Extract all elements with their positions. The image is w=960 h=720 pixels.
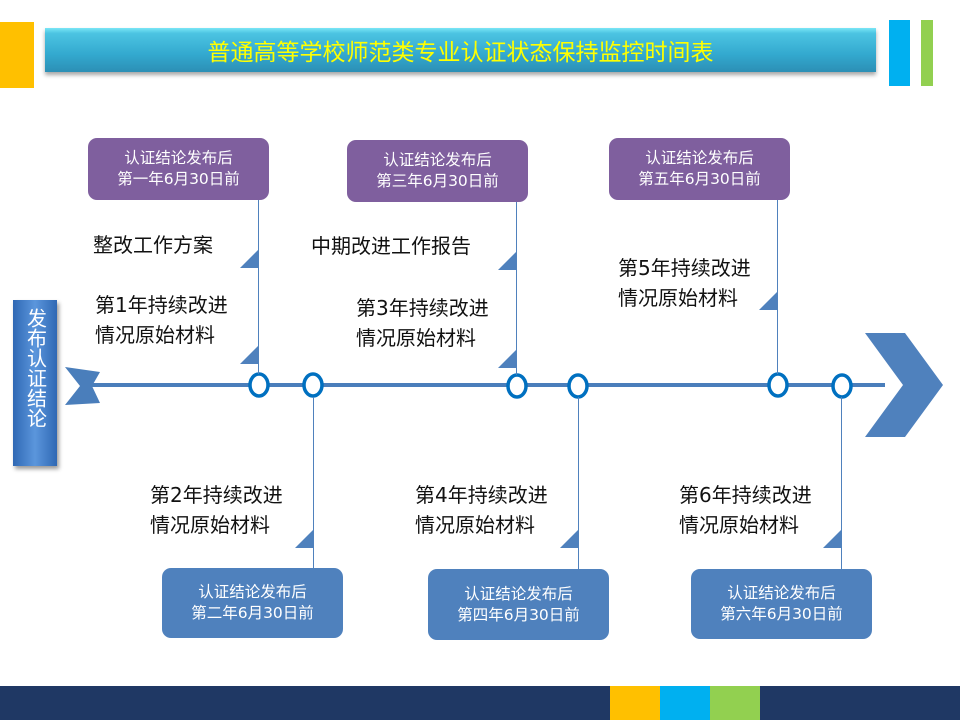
axis-tail	[65, 367, 100, 405]
year1-material: 第1年持续改进情况原始材料	[95, 290, 228, 350]
page-title: 普通高等学校师范类专业认证状态保持监控时间表	[45, 28, 876, 72]
deadline-box-year4: 认证结论发布后 第四年6月30日前	[428, 569, 609, 640]
connector-line	[313, 397, 314, 569]
deadline-box-year3: 认证结论发布后 第三年6月30日前	[347, 140, 528, 202]
midterm-report-label: 中期改进工作报告	[311, 234, 471, 258]
deadline-line2: 第五年6月30日前	[638, 170, 761, 188]
year6-material: 第6年持续改进情况原始材料	[679, 480, 812, 540]
milestone-6	[831, 373, 853, 399]
rectification-plan-label: 整改工作方案	[93, 233, 213, 257]
deadline-line1: 认证结论发布后	[124, 149, 233, 167]
cyan-accent-block	[889, 20, 910, 86]
milestone-2	[302, 372, 324, 398]
yellow-accent-block	[0, 22, 34, 88]
footer-yellow-block	[610, 686, 660, 720]
material-line2: 情况原始材料	[618, 286, 738, 310]
year4-material: 第4年持续改进情况原始材料	[415, 480, 548, 540]
year3-material: 第3年持续改进情况原始材料	[356, 293, 489, 353]
material-line2: 情况原始材料	[150, 513, 270, 537]
pointer-triangle	[759, 292, 777, 310]
connector-line	[516, 202, 517, 375]
footer-cyan-block	[660, 686, 710, 720]
pointer-triangle	[560, 530, 578, 548]
material-line2: 情况原始材料	[95, 323, 215, 347]
deadline-line2: 第三年6月30日前	[376, 172, 499, 190]
material-line2: 情况原始材料	[356, 326, 476, 350]
year5-material: 第5年持续改进情况原始材料	[618, 253, 751, 313]
deadline-line1: 认证结论发布后	[198, 583, 307, 601]
pointer-triangle	[498, 350, 516, 368]
milestone-5	[767, 372, 789, 398]
footer-green-block	[710, 686, 760, 720]
green-accent-block	[921, 20, 933, 86]
deadline-line2: 第六年6月30日前	[720, 605, 843, 623]
deadline-line2: 第一年6月30日前	[117, 170, 240, 188]
deadline-line1: 认证结论发布后	[645, 149, 754, 167]
connector-line	[777, 200, 778, 374]
milestone-3	[506, 373, 528, 399]
deadline-box-year5: 认证结论发布后 第五年6月30日前	[609, 138, 790, 200]
axis-arrowhead	[865, 333, 943, 437]
material-line1: 第4年持续改进	[415, 483, 548, 507]
material-line2: 情况原始材料	[415, 513, 535, 537]
deadline-line2: 第四年6月30日前	[457, 605, 580, 624]
deadline-box-year2: 认证结论发布后 第二年6月30日前	[162, 568, 343, 638]
material-line1: 第6年持续改进	[679, 483, 812, 507]
pointer-triangle	[240, 346, 258, 364]
deadline-line2: 第二年6月30日前	[191, 604, 314, 622]
connector-line	[841, 397, 842, 569]
material-line2: 情况原始材料	[679, 513, 799, 537]
milestone-4	[567, 373, 589, 399]
material-line1: 第3年持续改进	[356, 296, 489, 320]
connector-line	[578, 397, 579, 569]
pointer-triangle	[823, 530, 841, 548]
deadline-box-year6: 认证结论发布后 第六年6月30日前	[691, 569, 872, 639]
footer-bar	[0, 686, 960, 720]
connector-line	[258, 200, 259, 374]
pointer-triangle	[240, 250, 258, 268]
pointer-triangle	[295, 530, 313, 548]
deadline-box-year1: 认证结论发布后 第一年6月30日前	[88, 138, 269, 200]
material-line1: 第5年持续改进	[618, 256, 751, 280]
year2-material: 第2年持续改进情况原始材料	[150, 480, 283, 540]
deadline-line1: 认证结论发布后	[727, 584, 836, 602]
material-line1: 第1年持续改进	[95, 293, 228, 317]
deadline-line1: 认证结论发布后	[464, 584, 573, 603]
start-label: 发布认证结论	[13, 300, 57, 466]
milestone-1	[248, 372, 270, 398]
deadline-line1: 认证结论发布后	[383, 151, 492, 169]
material-line1: 第2年持续改进	[150, 483, 283, 507]
pointer-triangle	[498, 252, 516, 270]
